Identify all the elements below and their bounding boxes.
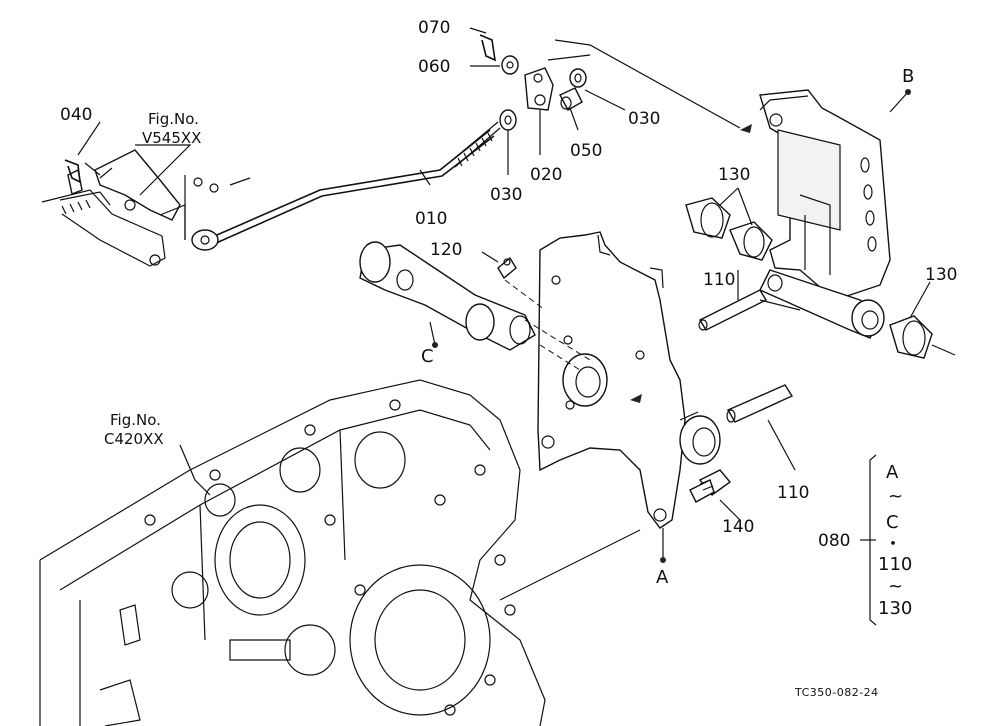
part-label-140: 140 (722, 517, 754, 537)
fig-ref-2-code: C420XX (104, 430, 164, 448)
clevis-020 (524, 67, 554, 111)
figure-code: TC350-082-24 (794, 686, 879, 699)
point-label-c: C (421, 346, 434, 367)
point-label-b: B (902, 66, 914, 87)
part-label-050: 050 (570, 141, 602, 161)
part-label-110-top: 110 (703, 270, 735, 290)
lift-rod-010 (191, 121, 501, 251)
nut-030-low (499, 109, 517, 131)
group-080-line-4: ・ (884, 534, 902, 555)
part-label-030-top: 030 (628, 109, 660, 129)
fig-ref-1-code: V545XX (142, 129, 201, 147)
fig-ref-1-title: Fig.No. (148, 110, 199, 128)
lift-plate (537, 231, 721, 529)
bushing-130-left-pair (685, 197, 773, 261)
group-080-line-6: ~ (888, 576, 903, 597)
part-label-060: 060 (418, 57, 450, 77)
part-label-110-low: 110 (777, 483, 809, 503)
point-label-a: A (656, 567, 669, 588)
group-080-line-7: 130 (878, 598, 912, 619)
leader-lines (77, 27, 931, 626)
grease-fitting-120 (497, 256, 546, 311)
group-080-line-3: C (886, 512, 899, 533)
lift-shaft (359, 241, 591, 371)
part-label-010: 010 (415, 209, 447, 229)
part-label-120: 120 (430, 240, 462, 260)
group-080-line-5: 110 (878, 554, 912, 575)
group-080-line-2: ~ (888, 486, 903, 507)
part-label-020: 020 (530, 165, 562, 185)
part-label-080: 080 (818, 531, 850, 551)
pin-110-lower (726, 384, 794, 423)
transmission-housing (39, 379, 546, 726)
pin-050 (559, 87, 583, 111)
part-label-130-right: 130 (925, 265, 957, 285)
part-label-130-left: 130 (718, 165, 750, 185)
nut-030-top (569, 68, 587, 88)
cotter-pin-070 (479, 34, 497, 62)
point-markers (432, 89, 911, 563)
group-080-list: A ~ C ・ 110 ~ 130 (878, 462, 912, 619)
bolt-140 (689, 469, 732, 503)
left-linkage (41, 149, 251, 267)
part-label-040: 040 (60, 105, 92, 125)
fig-ref-2-title: Fig.No. (110, 411, 161, 429)
lift-arm (759, 89, 891, 339)
group-080-line-1: A (886, 462, 899, 483)
cotter-pin-040 (64, 159, 81, 184)
part-label-030-low: 030 (490, 185, 522, 205)
bushing-130-right (889, 315, 956, 359)
part-label-070: 070 (418, 18, 450, 38)
washer-060 (501, 55, 519, 75)
pin-110-upper (698, 289, 767, 331)
